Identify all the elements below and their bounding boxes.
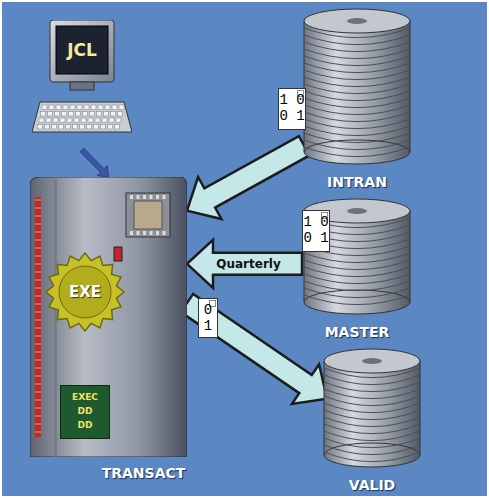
flow-arrow bbox=[187, 136, 310, 219]
binary-digits: 0 bbox=[199, 302, 217, 318]
arrow-shape bbox=[80, 148, 108, 177]
binary-digits: 0 1 bbox=[279, 108, 305, 124]
dataset-name: INTRAN bbox=[302, 174, 412, 190]
arrow-shape bbox=[181, 294, 327, 404]
gear-text: EXE bbox=[45, 252, 125, 332]
chip-node: EXEC DD DD bbox=[60, 385, 110, 439]
data-card: 1 00 1 bbox=[278, 88, 306, 130]
flow-arrow bbox=[80, 148, 108, 177]
dataset-name: VALID bbox=[322, 477, 422, 493]
binary-digits: 1 bbox=[199, 318, 217, 334]
flow-arrow bbox=[181, 294, 327, 404]
disk-stack-illustration bbox=[302, 7, 412, 166]
screen-text: JCL bbox=[56, 26, 108, 74]
disk-stack-illustration bbox=[322, 347, 422, 469]
data-card: 01 bbox=[198, 298, 218, 338]
program-name: TRANSACT bbox=[70, 465, 217, 481]
data-card: 1 00 1 bbox=[302, 210, 330, 252]
chip-text: EXEC DD DD bbox=[64, 390, 106, 432]
computer-illustration bbox=[32, 20, 132, 150]
disk-node: VALID bbox=[322, 347, 422, 495]
gear-node: EXE bbox=[45, 252, 125, 332]
binary-digits: 0 1 bbox=[303, 230, 329, 246]
binary-digits: 1 0 bbox=[303, 214, 329, 230]
binary-digits: 1 0 bbox=[279, 92, 305, 108]
flow-arrow bbox=[187, 240, 302, 288]
arrow-shape bbox=[187, 136, 310, 219]
tower-node: TRANSACTEXEEXEC DD DD bbox=[30, 177, 187, 457]
disk-node: INTRAN bbox=[302, 7, 412, 192]
monitor-node: JCL bbox=[32, 20, 132, 150]
arrow-shape bbox=[187, 240, 302, 288]
edge-label: Quarterly bbox=[214, 257, 283, 271]
dataset-name: MASTER bbox=[302, 324, 412, 340]
